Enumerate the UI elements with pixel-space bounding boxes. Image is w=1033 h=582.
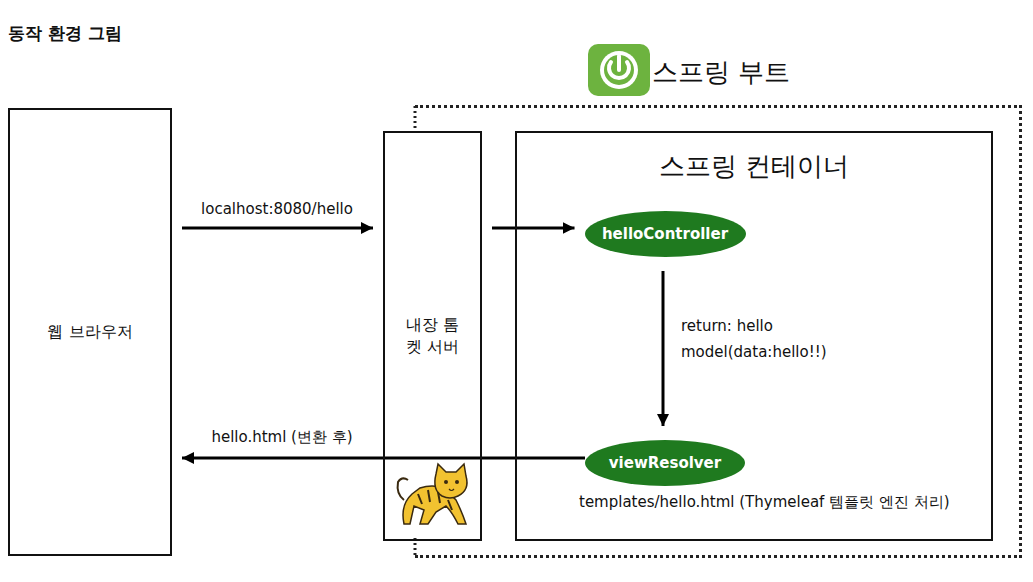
browser-box: 웹 브라우저	[8, 108, 172, 556]
edge-label: return: hello model(data:hello!!)	[678, 313, 874, 366]
tomcat-box: 내장 톰켓 서버	[383, 131, 482, 541]
box-heading: 스프링 컨테이너	[517, 149, 991, 184]
box-label: 웹 브라우저	[47, 321, 132, 343]
edge-label: localhost:8080/hello	[198, 200, 356, 220]
box-label: 내장 톰켓 서버	[401, 314, 465, 357]
edge-label: hello.html (변환 후)	[208, 428, 355, 448]
connector-arrow	[662, 271, 665, 426]
ellipse-fill	[585, 440, 745, 486]
diagram-title: 동작 환경 그림	[8, 22, 122, 45]
connector-arrow	[182, 227, 373, 230]
dotted-border-stub	[414, 106, 417, 128]
spring-logo	[588, 44, 650, 96]
connector-arrow	[492, 227, 575, 230]
resolver-ellipse: viewResolver	[585, 440, 745, 486]
box-heading: 스프링 부트	[652, 55, 790, 90]
controller-ellipse: helloController	[585, 211, 746, 257]
component-name: viewResolver	[609, 453, 721, 473]
tomcat-icon	[392, 463, 472, 529]
component-name: helloController	[602, 224, 728, 244]
ellipse-fill	[585, 211, 746, 257]
template-note: templates/hello.html (Thymeleaf 템플릿 엔진 처…	[579, 493, 950, 512]
